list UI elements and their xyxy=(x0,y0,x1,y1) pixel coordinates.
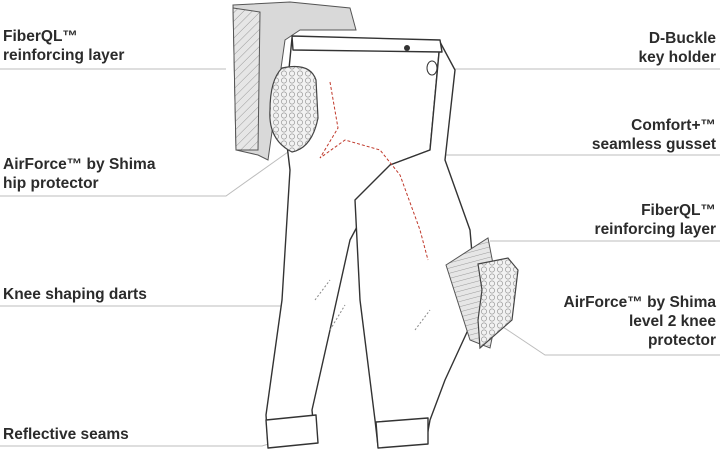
callout-line: reinforcing layer xyxy=(3,47,125,64)
right-cuff xyxy=(375,417,429,449)
callout-knee-darts: Knee shaping darts xyxy=(3,285,147,304)
knee-darts xyxy=(314,279,431,331)
callout-line: AirForce™ by Shima xyxy=(3,156,156,173)
callout-line: FiberQL™ xyxy=(641,202,716,219)
callout-line: FiberQL™ xyxy=(3,28,78,45)
leader-hip-protector xyxy=(0,151,289,197)
callout-reflective-seams: Reflective seams xyxy=(3,425,129,444)
leader-knee-protector xyxy=(499,324,720,356)
callout-line: D-Buckle xyxy=(648,30,716,47)
callout-line: AirForce™ by Shima xyxy=(563,294,716,311)
d-buckle xyxy=(426,60,438,76)
callout-comfort-gusset: Comfort+™ seamless gusset xyxy=(592,116,716,154)
callout-line: key holder xyxy=(638,49,716,66)
left-cuff xyxy=(265,414,319,449)
callout-line: level 2 knee xyxy=(628,313,716,330)
callout-knee-protector: AirForce™ by Shima level 2 knee protecto… xyxy=(564,293,716,350)
button xyxy=(404,45,410,51)
hip-protector xyxy=(269,65,319,153)
callout-line: protector xyxy=(647,332,716,349)
callout-line: Reflective seams xyxy=(3,426,129,443)
callout-line: hip protector xyxy=(3,175,99,192)
callout-line: Comfort+™ xyxy=(631,117,716,134)
fiberql-hip-hatch xyxy=(232,7,261,151)
callout-fiberql-knee: FiberQL™ reinforcing layer xyxy=(595,201,716,239)
callout-fiberql-hip: FiberQL™ reinforcing layer xyxy=(3,27,124,65)
callout-line: reinforcing layer xyxy=(594,221,716,238)
callout-line: Knee shaping darts xyxy=(3,286,147,303)
callout-line: seamless gusset xyxy=(591,136,716,153)
gusset-seam xyxy=(319,81,429,261)
waistband xyxy=(291,35,443,53)
knee-protector xyxy=(477,257,519,350)
fiberql-hip-panel xyxy=(232,1,357,161)
callout-hip-protector: AirForce™ by Shima hip protector xyxy=(3,155,155,193)
callout-d-buckle: D-Buckle key holder xyxy=(638,29,716,67)
